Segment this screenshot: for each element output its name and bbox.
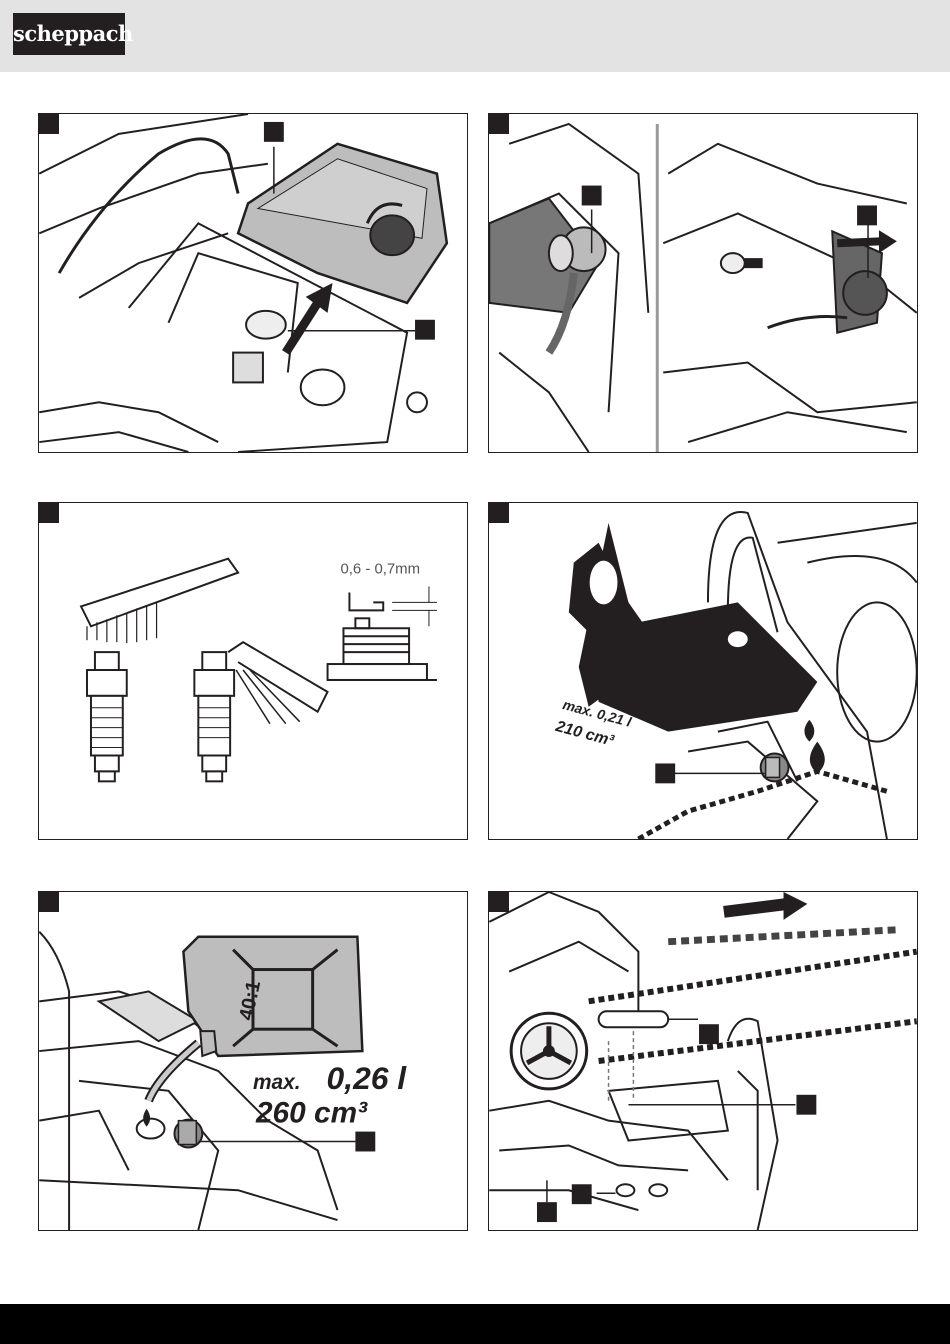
- figure-spark-plug-gap: 0,6 - 0,7mm: [38, 502, 468, 840]
- figure-air-filter: [38, 113, 468, 453]
- fuel-capacity-cm3: 260 cm³: [255, 1097, 368, 1130]
- figure-spark-plug-removal: [488, 113, 918, 453]
- figure-fuel: 40:1 max. 0,26 l 260 cm³: [38, 891, 468, 1231]
- figure-chain-oil: max. 0,21 l 210 cm³: [488, 502, 918, 840]
- fuel-capacity-liters: 0,26 l: [327, 1060, 408, 1096]
- air-filter-illustration: [39, 114, 467, 452]
- fuel-illustration: 40:1 max. 0,26 l 260 cm³: [39, 892, 467, 1230]
- spark-plug-removal-illustration: [489, 114, 917, 452]
- gap-measurement-label: 0,6 - 0,7mm: [340, 562, 420, 578]
- figure-chain-mount: [488, 891, 918, 1231]
- chain-oil-illustration: max. 0,21 l 210 cm³: [489, 503, 917, 839]
- page-header: scheppach: [0, 0, 950, 72]
- chain-mount-illustration: [489, 892, 917, 1230]
- spark-plug-gap-illustration: 0,6 - 0,7mm: [39, 503, 467, 839]
- fuel-capacity-prefix: max.: [253, 1071, 301, 1094]
- brand-logo: scheppach: [13, 13, 125, 55]
- page-footer-bar: [0, 1304, 950, 1344]
